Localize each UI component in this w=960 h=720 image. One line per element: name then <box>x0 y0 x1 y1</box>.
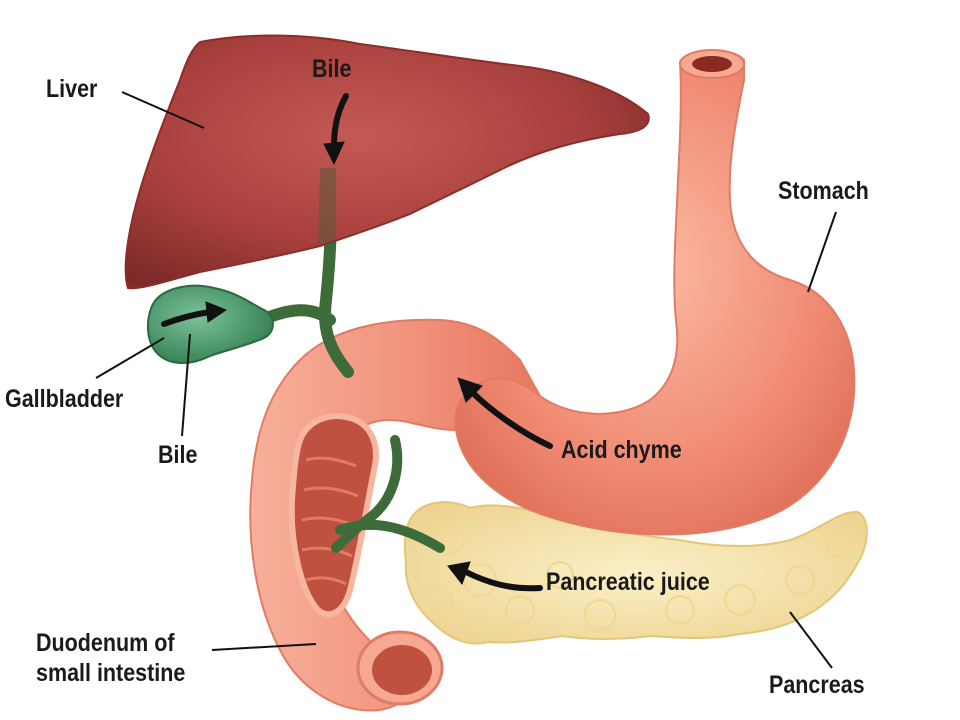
label-gallbladder: Gallbladder <box>5 385 124 413</box>
label-stomach: Stomach <box>778 177 869 205</box>
label-acid-chyme: Acid chyme <box>561 436 682 464</box>
leader-lines <box>95 91 837 669</box>
label-duodenum-line1: Duodenum of <box>36 629 175 657</box>
arrow-icon <box>161 301 228 327</box>
label-bile-top: Bile <box>312 55 352 83</box>
arrow-icon <box>457 377 553 449</box>
label-pancreas: Pancreas <box>769 671 865 699</box>
pancreas-shape <box>403 501 868 645</box>
duodenum-shape <box>249 318 541 712</box>
liver-shape <box>124 34 650 290</box>
label-liver: Liver <box>46 75 98 103</box>
label-duodenum-line2: small intestine <box>36 659 186 687</box>
stomach-shape <box>454 49 856 536</box>
gallbladder-shape <box>146 284 274 364</box>
arrow-icon <box>447 561 543 592</box>
label-bile-bottom: Bile <box>158 441 198 469</box>
arrow-icon <box>323 93 349 166</box>
label-duodenum: Duodenum of small intestine <box>36 628 185 688</box>
label-pancreatic-juice: Pancreatic juice <box>546 568 710 596</box>
